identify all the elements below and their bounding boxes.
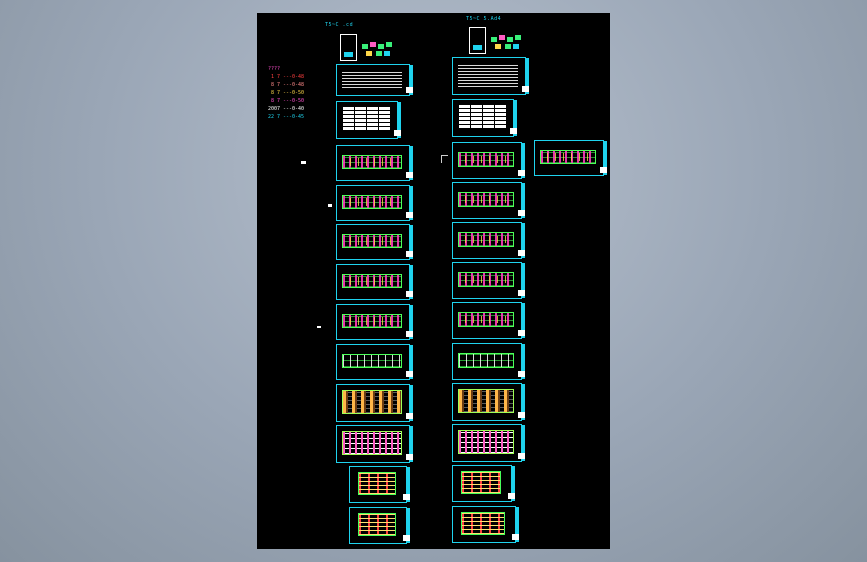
legend-code: ---0-48 (283, 74, 305, 80)
cover-sheet-left[interactable] (340, 34, 357, 61)
sheet-elevation-left-1[interactable] (336, 384, 413, 422)
sheet-elevation-right-1[interactable] (452, 383, 525, 421)
column-label-right: T5~C 5.Ad4 (466, 16, 502, 22)
sheet-plan-right-1[interactable] (452, 142, 525, 179)
legend-code: ---0-48 (283, 82, 305, 88)
legend-name: ???? (267, 66, 280, 72)
legend-row: 8 7---0-50 (258, 90, 328, 98)
stray-mark (328, 204, 332, 207)
sheet-plan-left-5[interactable] (336, 304, 413, 340)
stray-mark (301, 161, 306, 164)
sheet-notes-left[interactable] (336, 64, 413, 96)
thumbnail-group-right[interactable] (491, 35, 521, 51)
sheet-plan-left-1[interactable] (336, 145, 413, 181)
legend-name: 1 7 (270, 74, 280, 80)
legend-code: ---0-40 (283, 106, 305, 112)
sheet-elevation-left-2[interactable] (336, 425, 413, 463)
legend-row: 8 7---0-50 (258, 98, 328, 106)
stray-mark (317, 326, 321, 328)
crosshair-cursor-icon (441, 155, 448, 163)
legend-name: 22 7 (267, 114, 280, 120)
sheet-plan-right-4[interactable] (452, 262, 525, 299)
legend-name: 8 7 (270, 82, 280, 88)
drawing-canvas[interactable] (257, 13, 610, 549)
sheet-plan-extra[interactable] (534, 140, 607, 176)
legend-row: 8 7---0-48 (258, 82, 328, 90)
sheet-section-left-2[interactable] (349, 507, 410, 544)
sheet-plan-right-2[interactable] (452, 182, 525, 219)
legend-name: 8 7 (270, 98, 280, 104)
sheet-roof-right[interactable] (452, 343, 525, 380)
sheet-section-right-1[interactable] (452, 465, 515, 502)
legend-row: 22 7---0-45 (258, 114, 328, 122)
legend-row: 2007---0-40 (258, 106, 328, 114)
legend-code: ---0-45 (283, 114, 305, 120)
sheet-section-right-2[interactable] (452, 506, 519, 543)
legend-code: ---0-50 (283, 90, 305, 96)
sheet-roof-left[interactable] (336, 344, 413, 380)
sheet-section-left-1[interactable] (349, 466, 410, 503)
sheet-plan-left-2[interactable] (336, 185, 413, 221)
legend-code: ---0-50 (283, 98, 305, 104)
cover-sheet-right[interactable] (469, 27, 486, 54)
sheet-table-left[interactable] (336, 101, 401, 139)
legend-row: ???? (258, 66, 328, 74)
legend-name: 8 7 (270, 90, 280, 96)
sheet-plan-left-3[interactable] (336, 224, 413, 260)
thumbnail-group-left[interactable] (362, 42, 392, 58)
layer-legend: ???? 1 7---0-48 8 7---0-48 8 7---0-50 8 … (258, 66, 328, 122)
sheet-plan-right-3[interactable] (452, 222, 525, 259)
sheet-table-right[interactable] (452, 99, 517, 137)
column-label-left: T5~C .cd (325, 22, 354, 28)
legend-name: 2007 (267, 106, 280, 112)
legend-row: 1 7---0-48 (258, 74, 328, 82)
sheet-plan-left-4[interactable] (336, 264, 413, 300)
sheet-notes-right[interactable] (452, 57, 529, 95)
sheet-plan-right-5[interactable] (452, 302, 525, 339)
sheet-elevation-right-2[interactable] (452, 424, 525, 462)
